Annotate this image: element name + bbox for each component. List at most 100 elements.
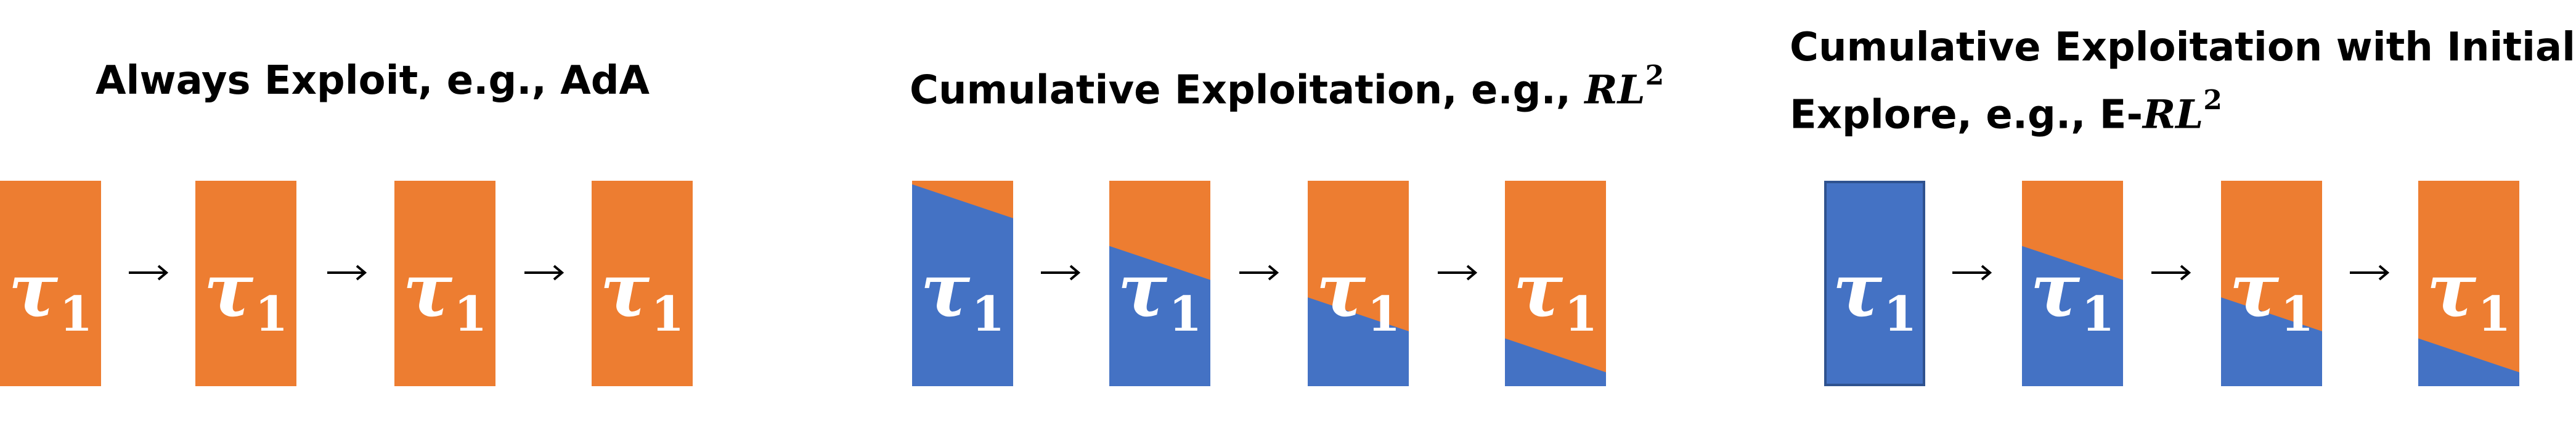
episode-card-graphic	[195, 181, 296, 386]
right-arrow-icon-graphic	[524, 265, 564, 281]
exploit-region	[2418, 181, 2519, 373]
tau-symbol: τ	[203, 247, 254, 334]
tau-subscript: 1	[59, 286, 93, 342]
panel-title: Cumulative Exploitation, e.g., RL2	[910, 52, 1664, 119]
episode-card: τ1	[1308, 181, 1409, 386]
right-arrow-icon-graphic	[1952, 265, 1992, 281]
episode-card-graphic	[592, 181, 693, 386]
tau-subscript: 1	[1564, 286, 1598, 342]
tau-subscript: 1	[651, 286, 685, 342]
arrow-head	[2180, 265, 2191, 281]
tau-subscript: 1	[2477, 286, 2511, 342]
tau-label: τ1	[2022, 254, 2123, 343]
rl-superscript: 2	[1645, 60, 1665, 91]
right-arrow-icon	[128, 264, 168, 281]
episode-card: τ1	[1109, 181, 1210, 386]
arrow-head	[1466, 265, 1477, 281]
exploit-region	[912, 181, 1013, 218]
exploit-region	[592, 181, 693, 386]
tau-subscript: 1	[971, 286, 1005, 342]
episode-card: τ1	[592, 181, 693, 386]
tau-label: τ1	[0, 254, 101, 343]
right-arrow-icon	[1238, 264, 1279, 281]
episode-card: τ1	[195, 181, 296, 386]
tau-symbol: τ	[1832, 247, 1883, 334]
right-arrow-icon	[1437, 264, 1477, 281]
right-arrow-icon-graphic	[327, 265, 367, 281]
arrow-head	[1069, 265, 1080, 281]
episode-card-graphic	[2418, 181, 2519, 386]
tau-symbol: τ	[1117, 247, 1168, 334]
tau-symbol: τ	[600, 247, 650, 334]
rl-superscript: 2	[2203, 85, 2222, 116]
right-arrow-icon	[1951, 264, 1992, 281]
rl-math-symbol: RL	[1584, 67, 1645, 114]
right-arrow-icon	[326, 264, 367, 281]
explore-region	[1824, 181, 1925, 386]
tau-subscript: 1	[2081, 286, 2115, 342]
tau-symbol: τ	[402, 247, 453, 334]
exploit-region	[2022, 181, 2123, 280]
episode-card: τ1	[2418, 181, 2519, 386]
panel-title-text: Explore, e.g., E-	[1790, 92, 2143, 138]
right-arrow-icon	[1040, 264, 1080, 281]
tau-subscript: 1	[1367, 286, 1401, 342]
exploit-region	[2221, 181, 2322, 331]
episode-card-graphic	[2221, 181, 2322, 386]
tau-label: τ1	[2221, 254, 2322, 343]
panel-title-text: Cumulative Exploitation, e.g.,	[910, 67, 1585, 114]
episode-card: τ1	[1505, 181, 1606, 386]
tau-label: τ1	[1505, 254, 1606, 343]
tau-subscript: 1	[454, 286, 487, 342]
episode-card-graphic	[394, 181, 495, 386]
tau-subscript: 1	[1168, 286, 1202, 342]
tau-subscript: 1	[2280, 286, 2314, 342]
right-arrow-icon-graphic	[129, 265, 168, 281]
tau-label: τ1	[195, 254, 296, 343]
tau-symbol: τ	[1316, 247, 1366, 334]
exploit-region	[394, 181, 495, 386]
tau-symbol: τ	[2426, 247, 2477, 334]
tau-symbol: τ	[2030, 247, 2081, 334]
arrow-head	[553, 265, 564, 281]
tau-label: τ1	[592, 254, 693, 343]
tau-symbol: τ	[920, 247, 971, 334]
arrow-head	[356, 265, 367, 281]
exploit-region	[1505, 181, 1606, 373]
tau-symbol: τ	[1513, 247, 1563, 334]
arrow-head	[157, 265, 168, 281]
episode-card-graphic	[1109, 181, 1210, 386]
panel-title: Always Exploit, e.g., AdA	[96, 52, 650, 110]
tau-symbol: τ	[8, 247, 59, 334]
episode-card-graphic	[2022, 181, 2123, 386]
tau-symbol: τ	[2229, 247, 2280, 334]
right-arrow-icon-graphic	[2350, 265, 2389, 281]
arrow-head	[2378, 265, 2389, 281]
card-border	[1824, 181, 1925, 386]
right-arrow-icon-graphic	[1239, 265, 1279, 281]
right-arrow-icon-graphic	[1438, 265, 1477, 281]
episode-card-graphic	[912, 181, 1013, 386]
episode-card-graphic	[1308, 181, 1409, 386]
arrow-head	[1268, 265, 1279, 281]
tau-label: τ1	[1109, 254, 1210, 343]
episode-card: τ1	[2022, 181, 2123, 386]
right-arrow-icon	[523, 264, 564, 281]
tau-subscript: 1	[1883, 286, 1917, 342]
tau-label: τ1	[912, 254, 1013, 343]
panel-title-line-2: Explore, e.g., E-RL2	[1790, 76, 2222, 144]
tau-subscript: 1	[255, 286, 288, 342]
episode-card: τ1	[0, 181, 101, 386]
exploit-region	[0, 181, 101, 386]
episode-card: τ1	[394, 181, 495, 386]
episode-card-graphic	[1824, 181, 1925, 386]
tau-label: τ1	[2418, 254, 2519, 343]
rl-math-symbol: RL	[2143, 91, 2204, 138]
episode-card: τ1	[2221, 181, 2322, 386]
right-arrow-icon-graphic	[2151, 265, 2191, 281]
tau-label: τ1	[394, 254, 495, 343]
explore-region	[912, 181, 1013, 386]
episode-card-graphic	[0, 181, 101, 386]
panel-title-line-1: Cumulative Exploitation with Initial	[1790, 19, 2575, 76]
exploit-region	[1308, 181, 1409, 331]
